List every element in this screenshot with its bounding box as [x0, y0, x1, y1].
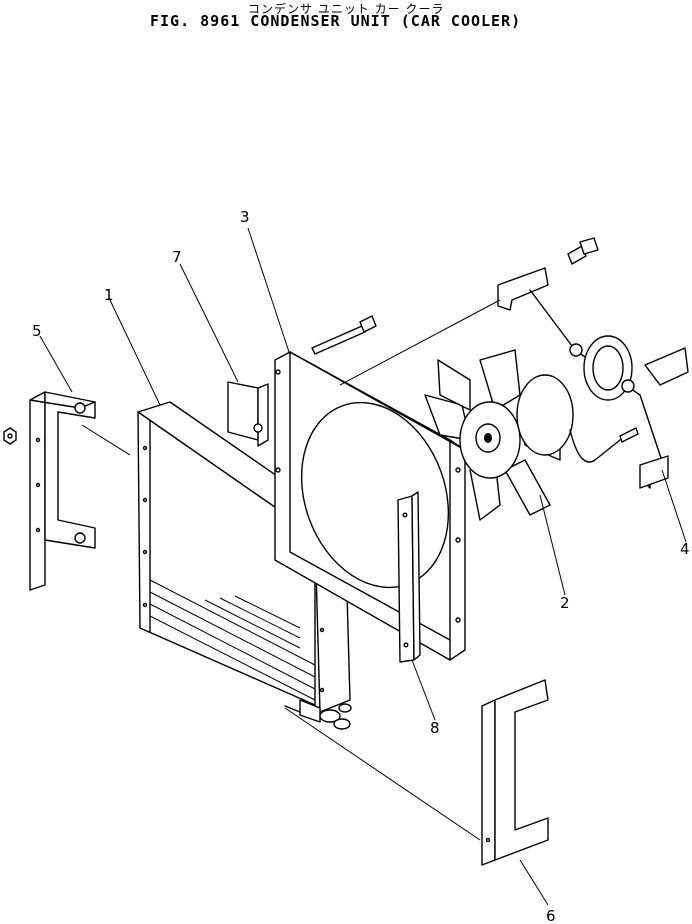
callout-4: 4	[680, 540, 690, 558]
callout-5: 5	[32, 322, 42, 340]
part-4-motor-bracket	[497, 237, 689, 489]
callout-2: 2	[560, 594, 570, 612]
callout-1: 1	[104, 286, 114, 304]
part-6-lower-bracket	[481, 679, 549, 866]
part-2-fan-motor	[424, 349, 639, 521]
callout-8: 8	[430, 719, 440, 737]
part-5-left-bracket	[3, 391, 96, 591]
part-7-bracket	[227, 381, 269, 447]
connection-lines	[81, 299, 501, 841]
part-8-strip-bracket	[397, 491, 421, 663]
callout-6: 6	[546, 907, 556, 924]
callout-3: 3	[240, 208, 250, 226]
callout-7: 7	[172, 248, 182, 266]
callout-numbers: 1 2 3 4 5 6 7 8	[32, 208, 690, 924]
figure-title: FIG. 8961 CONDENSER UNIT (CAR COOLER)	[150, 12, 522, 30]
japanese-caption: コンデンサ ユニット カー クーラ	[248, 2, 445, 16]
figure-header: コンデンサ ユニット カー クーラ FIG. 8961 CONDENSER UN…	[0, 0, 692, 40]
callout-leaders	[39, 227, 687, 906]
